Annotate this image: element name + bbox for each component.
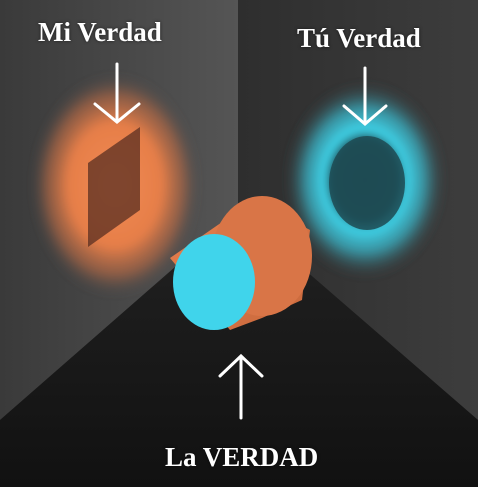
arrow-down-icon <box>342 66 388 126</box>
cylinder-face <box>173 234 255 330</box>
label-tu-verdad: Tú Verdad <box>297 23 421 53</box>
orange-square-shadow <box>88 127 140 247</box>
arrow-down-icon <box>93 62 141 124</box>
floor <box>0 212 478 487</box>
label-la-verdad: La VERDAD <box>165 442 319 472</box>
label-mi-verdad: Mi Verdad <box>38 17 162 47</box>
arrow-up-icon <box>218 353 264 420</box>
cyan-circle-shadow <box>329 136 405 230</box>
